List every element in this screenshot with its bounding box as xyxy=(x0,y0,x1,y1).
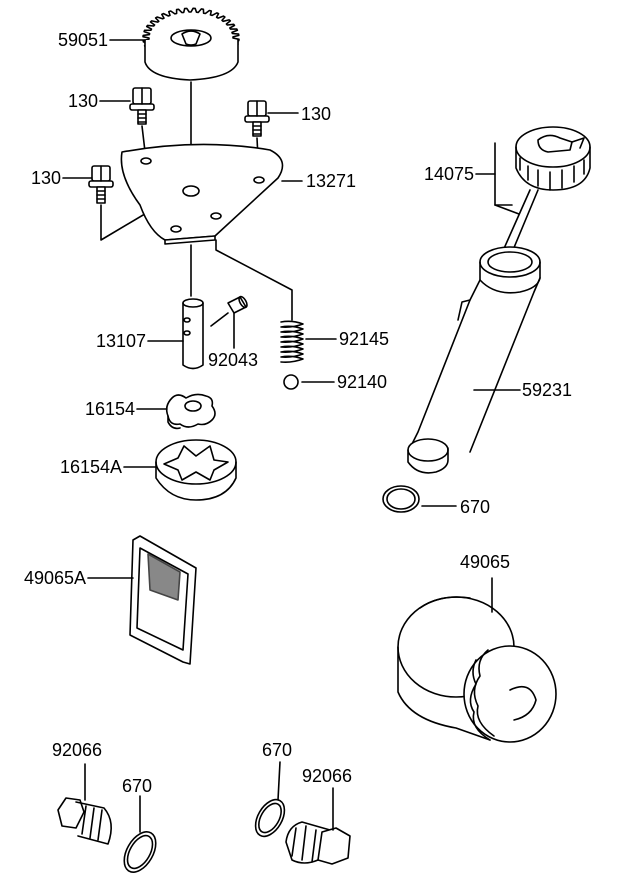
spring-icon xyxy=(280,320,304,363)
bolt-icon xyxy=(88,165,114,204)
drain-plug-icon xyxy=(57,797,112,845)
inner-rotor-icon xyxy=(165,393,216,430)
part-label-plug-left-oring: 670 xyxy=(122,776,153,796)
o-ring-icon xyxy=(382,485,420,513)
part-label-inner-rotor: 16154 xyxy=(84,399,135,419)
part-label-bolt-mid: 130 xyxy=(30,168,61,188)
dipstick-cap-icon xyxy=(515,126,591,191)
part-label-tube-oring: 670 xyxy=(460,497,491,517)
oil-screen-icon xyxy=(129,535,197,665)
oil-filter-icon xyxy=(397,596,557,743)
part-label-dipstick-cap: 14075 xyxy=(423,164,474,184)
drain-plug-icon xyxy=(285,821,351,865)
part-label-shaft: 13107 xyxy=(95,331,146,351)
part-label-spring: 92145 xyxy=(339,329,390,349)
shaft-icon xyxy=(182,298,204,370)
oil-tube-icon xyxy=(407,246,541,474)
part-label-gear: 59051 xyxy=(57,30,108,50)
part-label-plug-left: 92066 xyxy=(52,740,103,760)
plate-icon xyxy=(120,143,284,245)
part-label-plate: 13271 xyxy=(306,171,357,191)
part-label-tube: 59231 xyxy=(522,380,573,400)
part-label-pin: 92043 xyxy=(208,350,259,370)
pin-icon xyxy=(227,295,248,314)
part-label-outer-rotor: 16154A xyxy=(59,457,122,477)
outer-rotor-icon xyxy=(155,439,237,501)
o-ring-icon xyxy=(123,831,157,873)
part-label-plug-right: 92066 xyxy=(302,766,353,786)
part-label-screen: 49065A xyxy=(23,568,86,588)
part-label-bolt-left: 130 xyxy=(67,91,98,111)
part-label-bolt-right: 130 xyxy=(301,104,332,124)
o-ring-icon xyxy=(254,798,286,838)
ball-icon xyxy=(283,374,299,390)
bolt-icon xyxy=(244,100,270,137)
gear-icon xyxy=(142,7,240,81)
part-label-plug-right-oring: 670 xyxy=(262,740,293,760)
part-label-ball: 92140 xyxy=(337,372,388,392)
bolt-icon xyxy=(129,87,155,125)
part-label-filter: 49065 xyxy=(460,552,511,572)
